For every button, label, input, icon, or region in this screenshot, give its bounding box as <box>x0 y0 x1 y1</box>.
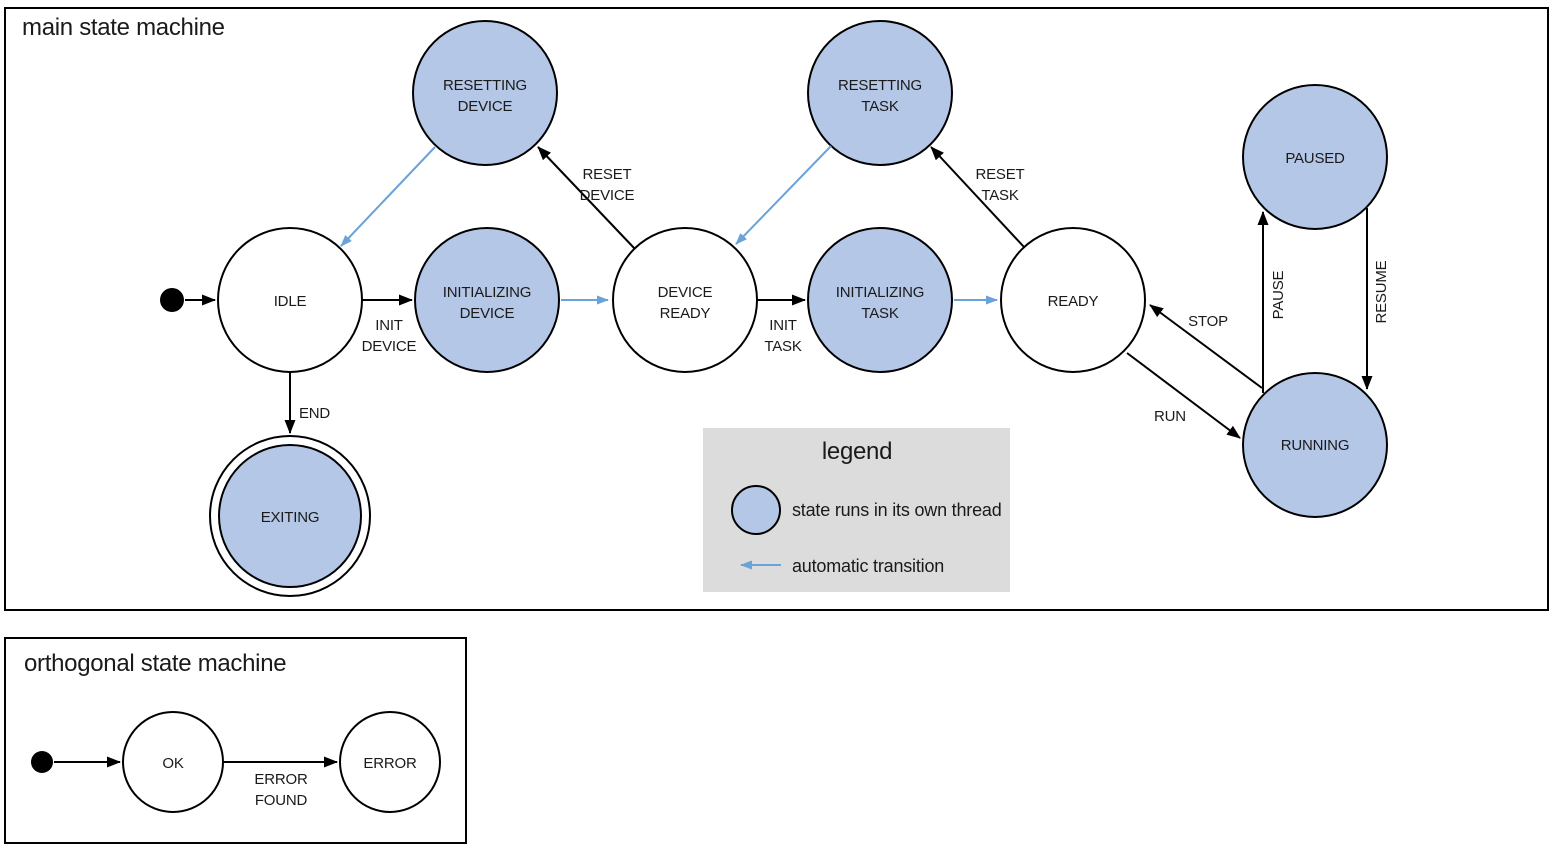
main-machine-frame <box>4 7 1549 611</box>
transition-reset-device-label-line1: RESET <box>582 166 631 183</box>
transition-pause-label: PAUSE <box>1270 270 1287 319</box>
transition-run-label: RUN <box>1154 408 1186 425</box>
transition-init-device-label-line1: INIT <box>375 317 403 334</box>
state-device-ready-label-line2: READY <box>660 305 711 322</box>
state-error <box>339 711 441 813</box>
legend-threaded-state-icon <box>731 485 781 535</box>
state-ready-label: READY <box>1048 293 1099 310</box>
state-resetting-device-label-line1: RESETTING <box>443 77 527 94</box>
transition-auto-resetting-device-to-idle-arrow <box>340 146 436 247</box>
transition-init-task-label-line1: INIT <box>769 317 797 334</box>
state-exiting <box>218 444 362 588</box>
state-paused-label: PAUSED <box>1285 150 1345 167</box>
state-initializing-task <box>807 227 953 373</box>
main-machine-title: main state machine <box>22 14 225 41</box>
state-initializing-task-label-line1: INITIALIZING <box>836 284 924 301</box>
legend-threaded-state-label: state runs in its own thread <box>792 500 1002 520</box>
state-idle-label: IDLE <box>274 293 307 310</box>
transition-auto-resetting-task-to-device-ready-arrow <box>735 145 832 245</box>
transition-stop-label: STOP <box>1188 313 1228 330</box>
state-initializing-device <box>414 227 560 373</box>
initial-state-dot <box>160 288 184 312</box>
transition-reset-task-label-line1: RESET <box>975 166 1024 183</box>
state-ready <box>1000 227 1146 373</box>
transition-reset-device-arrow <box>537 146 636 250</box>
state-device-ready-label-line1: DEVICE <box>658 284 713 301</box>
state-running <box>1242 372 1388 518</box>
state-resetting-task <box>807 20 953 166</box>
state-initializing-task-label-line2: TASK <box>861 305 898 322</box>
state-initializing-device-label-line2: DEVICE <box>460 305 515 322</box>
transition-resume-label: RESUME <box>1373 260 1390 323</box>
orthogonal-transition-error-found-label-line1: ERROR <box>254 771 308 788</box>
state-resetting-device-label-line2: DEVICE <box>458 98 513 115</box>
orthogonal-machine-title: orthogonal state machine <box>24 650 286 677</box>
transition-init-task-label-line2: TASK <box>764 338 801 355</box>
transition-run-arrow <box>1126 352 1241 439</box>
legend-automatic-transition-label: automatic transition <box>792 556 944 576</box>
transition-reset-task-arrow <box>930 146 1025 248</box>
state-paused <box>1242 84 1388 230</box>
transition-init-device-label-line2: DEVICE <box>362 338 417 355</box>
state-resetting-device <box>412 20 558 166</box>
state-ok-label: OK <box>162 755 183 772</box>
state-running-label: RUNNING <box>1281 437 1350 454</box>
state-exiting-label: EXITING <box>261 509 320 526</box>
transition-reset-task-label-line2: TASK <box>981 187 1018 204</box>
orthogonal-transition-error-found-label-line2: FOUND <box>255 792 308 809</box>
legend-title: legend <box>822 438 892 465</box>
state-ok <box>122 711 224 813</box>
state-resetting-task-label-line2: TASK <box>861 98 898 115</box>
transition-end-label: END <box>299 405 330 422</box>
transition-stop-arrow <box>1149 304 1263 389</box>
transition-reset-device-label-line2: DEVICE <box>580 187 635 204</box>
orthogonal-machine-frame <box>4 637 467 844</box>
state-resetting-task-label-line1: RESETTING <box>838 77 922 94</box>
orthogonal-initial-state-dot <box>31 751 53 773</box>
state-initializing-device-label-line1: INITIALIZING <box>443 284 531 301</box>
state-error-label: ERROR <box>363 755 417 772</box>
